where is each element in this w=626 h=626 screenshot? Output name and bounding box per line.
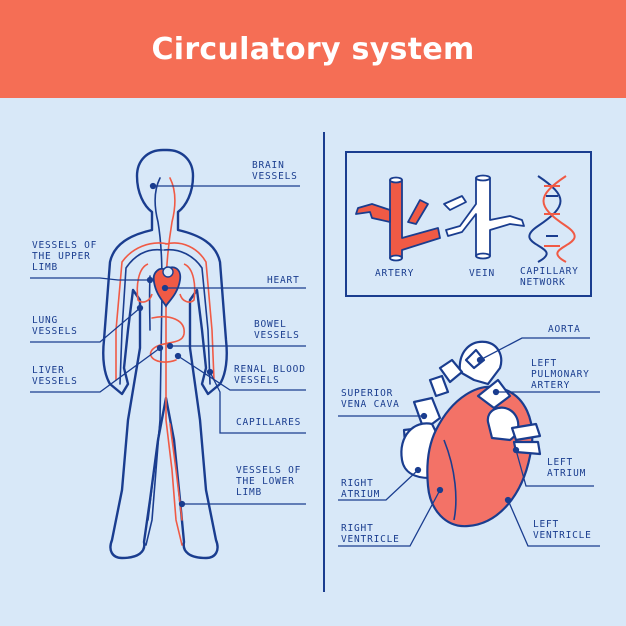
label-right-atrium: RIGHT ATRIUM xyxy=(341,478,381,500)
label-bowel-vessels: BOWEL VESSELS xyxy=(254,319,300,341)
artery-icon xyxy=(355,176,441,262)
header-banner: Circulatory system xyxy=(0,0,626,98)
body-vessels xyxy=(115,177,215,546)
label-superior-vena-cava: SUPERIOR VENA CAVA xyxy=(341,388,400,410)
label-left-ventricle: LEFT VENTRICLE xyxy=(533,519,592,541)
vessel-types-box xyxy=(345,151,592,297)
dna-icon xyxy=(528,175,576,263)
label-vein: VEIN xyxy=(469,268,496,279)
label-artery: ARTERY xyxy=(375,268,415,279)
page-title: Circulatory system xyxy=(151,31,475,67)
label-capillary-network: CAPILLARY NETWORK xyxy=(520,266,579,288)
heart-leader-lines xyxy=(338,337,600,547)
label-heart: HEART xyxy=(267,275,300,286)
label-lung-vessels: LUNG VESSELS xyxy=(32,315,78,337)
heart-anatomy-icon xyxy=(400,340,542,528)
label-aorta: AORTA xyxy=(548,324,581,335)
body-leader-lines xyxy=(30,182,306,508)
label-lower-limb-vessels: VESSELS OF THE LOWER LIMB xyxy=(236,465,302,498)
lung-icon xyxy=(136,263,196,303)
vein-icon xyxy=(443,174,525,260)
label-left-pulmonary-artery: LEFT PULMONARY ARTERY xyxy=(531,358,590,391)
label-left-atrium: LEFT ATRIUM xyxy=(547,457,587,479)
label-right-ventricle: RIGHT VENTRICLE xyxy=(341,523,400,545)
label-capillaries: CAPILLARES xyxy=(236,417,302,428)
label-renal-vessels: RENAL BLOOD VESSELS xyxy=(234,364,306,386)
label-brain-vessels: BRAIN VESSELS xyxy=(252,160,298,182)
label-liver-vessels: LIVER VESSELS xyxy=(32,365,78,387)
label-upper-limb-vessels: VESSELS OF THE UPPER LIMB xyxy=(32,240,98,273)
